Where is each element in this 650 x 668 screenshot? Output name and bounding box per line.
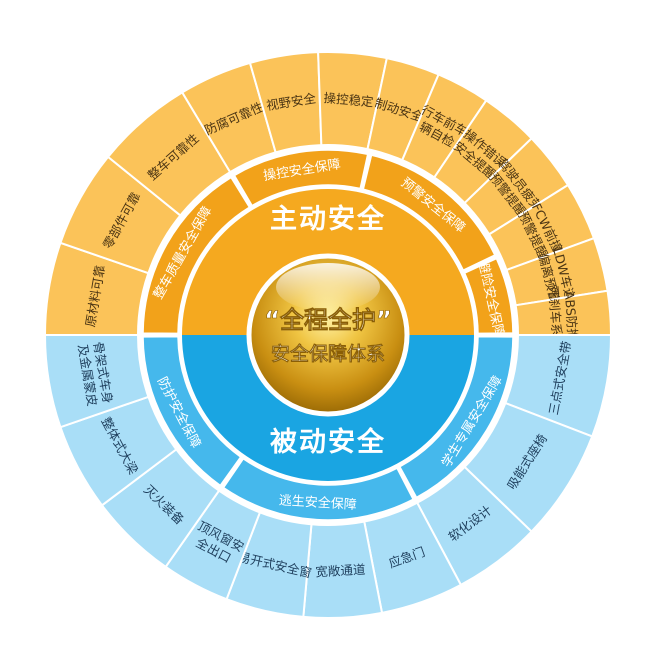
passive-group-band-1 [222, 457, 415, 521]
active-group-band-2 [362, 154, 496, 272]
active-safety-title: 主动安全 [270, 203, 386, 235]
passive-group-label-1-text: 逃生安全保障 [278, 492, 357, 513]
passive-group-label-1: 逃生安全保障 [278, 492, 357, 513]
active-item-label-1-1-text: 操控稳定 [323, 90, 374, 109]
active-item-label-3-0-text: 死刹车系统 [546, 285, 566, 348]
passive-item-label-1-1-text: 宽敞通道 [315, 562, 366, 580]
center-title: “全程全护” [264, 306, 392, 334]
active-item-label-1-1: 操控稳定 [323, 90, 374, 109]
center-subtitle: 安全保障体系 [271, 342, 385, 365]
sphere-gloss-highlight [276, 263, 380, 311]
passive-safety-title: 被动安全 [270, 426, 386, 458]
active-group-band-1 [233, 149, 369, 207]
passive-group-band-0 [398, 335, 514, 499]
active-group-band-3 [463, 257, 514, 335]
passive-item-label-1-1: 宽敞通道 [315, 562, 366, 580]
center-emblem: “全程全护” 安全保障体系 [246, 253, 410, 417]
passive-group-band-2 [142, 335, 242, 487]
active-item-label-3-0-text: ABS防抱 [562, 290, 581, 341]
outer-ring: 原材料可靠零部件可靠整车可靠性防腐可靠性视野安全操控稳定制动安全行车前车辆自检操… [43, 51, 613, 619]
active-group-band-0 [142, 176, 251, 335]
